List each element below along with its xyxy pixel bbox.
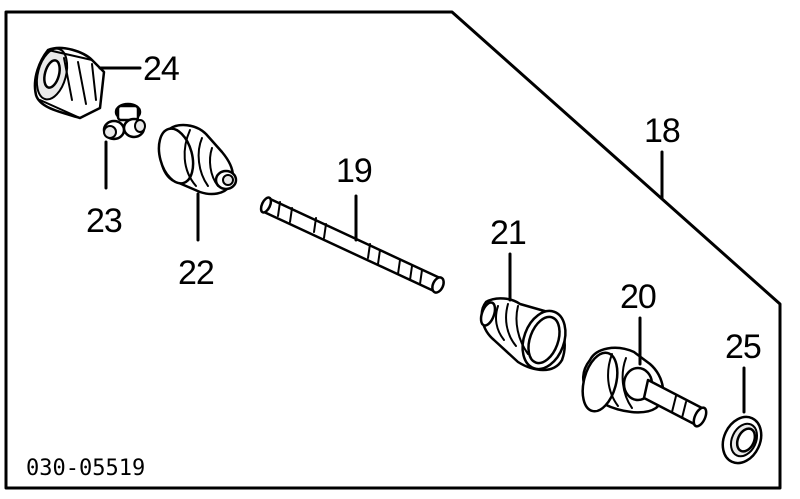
label-25: 25	[725, 328, 761, 366]
part-23-tripod	[102, 102, 146, 141]
label-21: 21	[490, 214, 526, 252]
part-21-outer-boot	[479, 297, 567, 372]
part-20-joint	[581, 346, 708, 428]
label-23: 23	[86, 202, 122, 240]
label-20: 20	[620, 278, 656, 316]
part-22-inner-boot	[157, 123, 238, 196]
part-19-shaft	[259, 196, 445, 294]
label-19: 19	[336, 152, 372, 190]
label-18: 18	[644, 112, 680, 150]
label-24: 24	[143, 50, 179, 88]
diagram-frame	[4, 10, 782, 490]
label-22: 22	[178, 254, 214, 292]
diagram-code: 030-05519	[26, 456, 145, 481]
part-25-ring	[721, 415, 763, 465]
part-24-housing	[33, 46, 106, 120]
